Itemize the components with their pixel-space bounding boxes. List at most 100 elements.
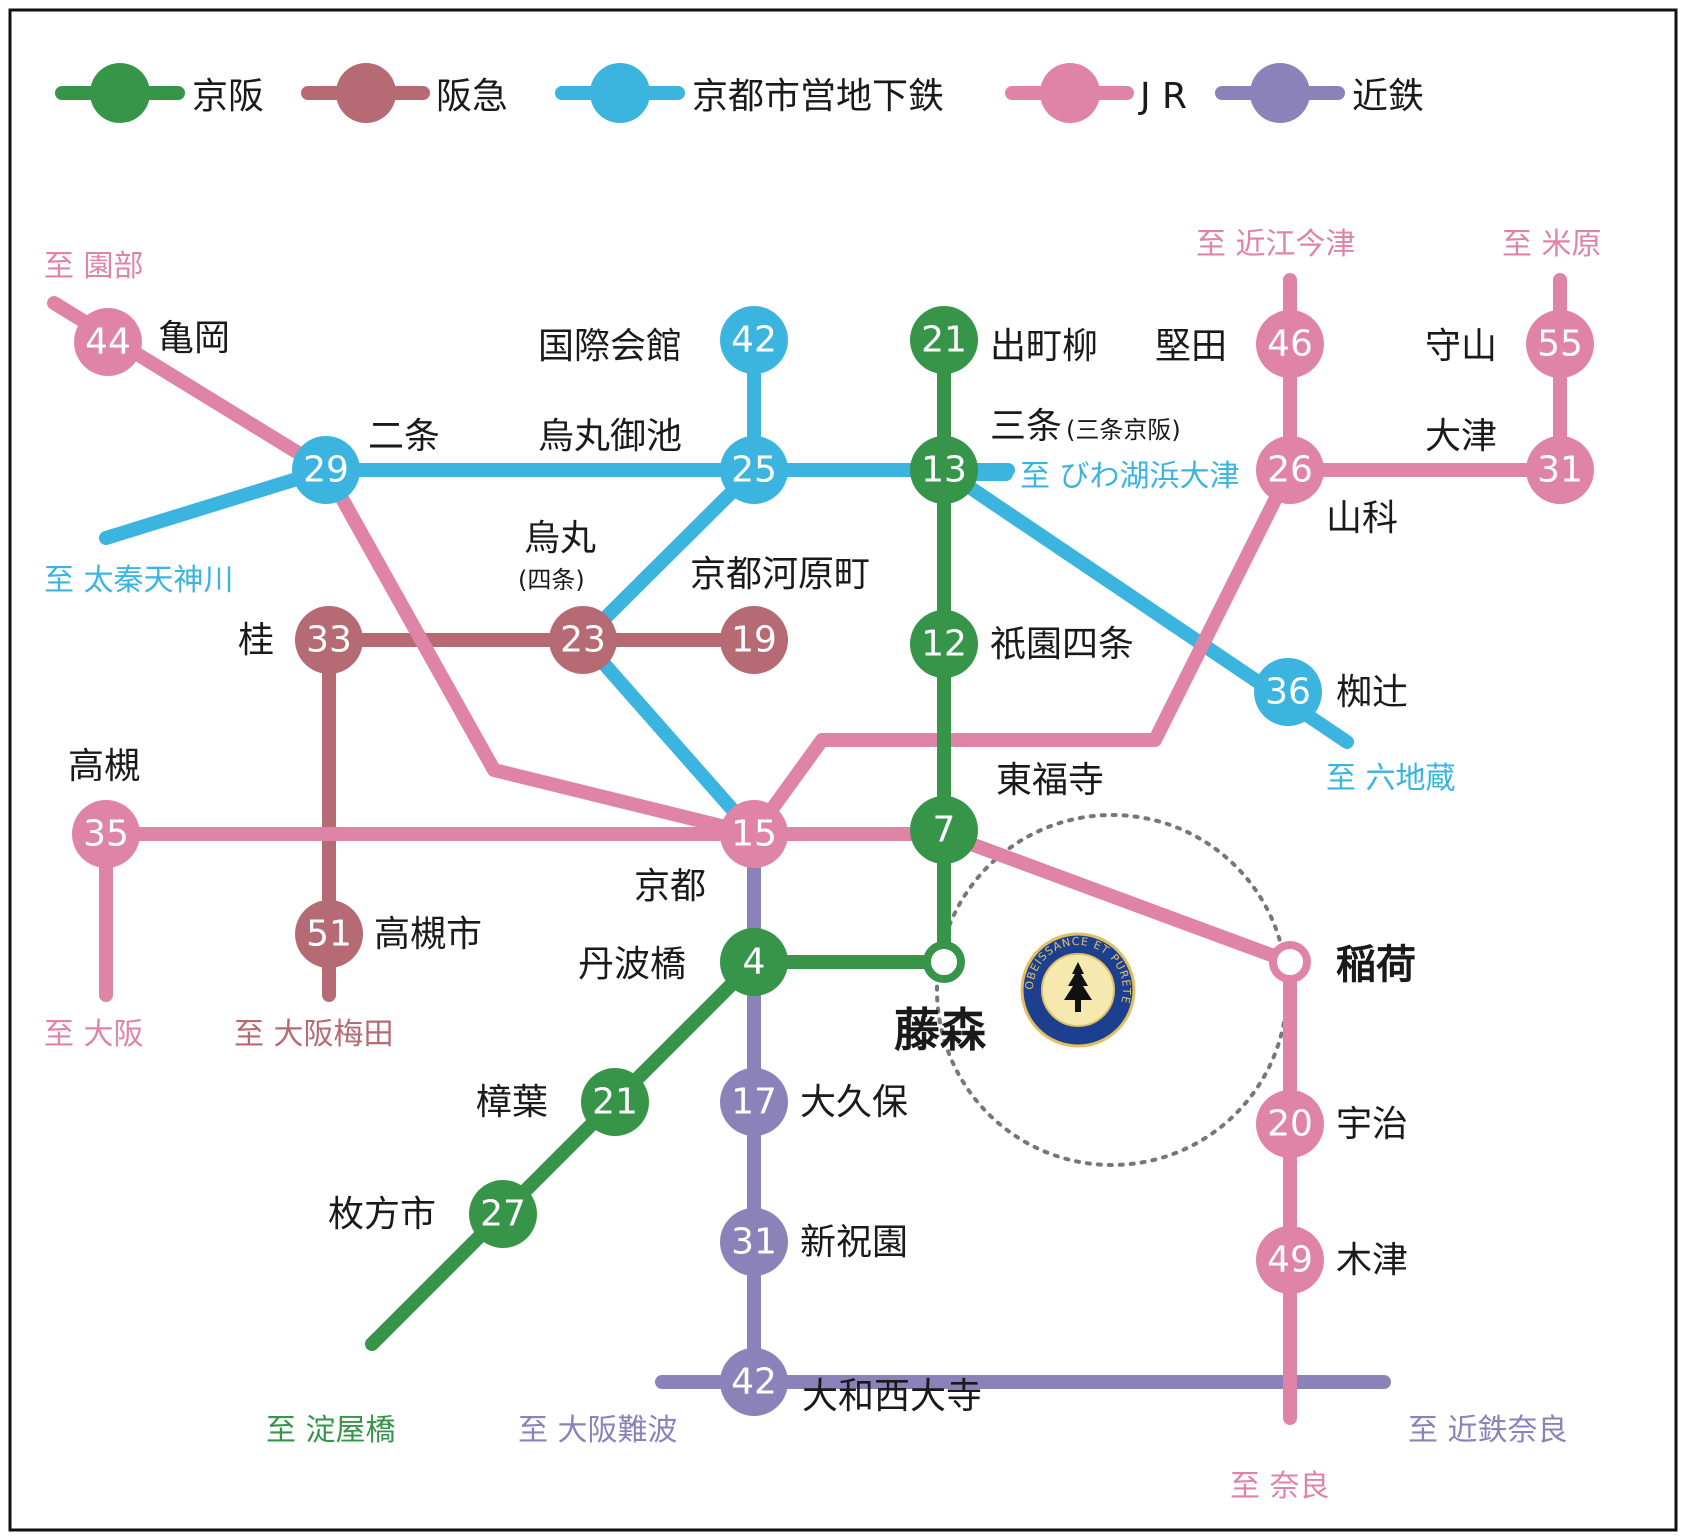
station-kokusaikaikan-dot[interactable] <box>720 306 788 374</box>
station-katsura-minutes: 33 <box>306 620 352 661</box>
station-sanjo-dot[interactable] <box>910 436 978 504</box>
station-yamashina-minutes: 26 <box>1267 450 1313 491</box>
station-kyoto-label: 京都 <box>634 866 706 907</box>
station-gionshijo-label: 祇園四条 <box>990 624 1134 665</box>
station-nagitsuji-minutes: 36 <box>1265 672 1311 713</box>
station-fujinomori-dot[interactable] <box>923 941 965 983</box>
station-karasumaoike-minutes: 25 <box>731 450 777 491</box>
station-moriyama-minutes: 55 <box>1537 324 1583 365</box>
station-kuzuha-label: 樟葉 <box>476 1082 548 1123</box>
station-takatsuki-dot[interactable] <box>72 800 140 868</box>
emblem-tree-icon <box>1064 962 1092 1012</box>
station-kuzuha-dot[interactable] <box>581 1068 649 1136</box>
direction-kintetsunara: 至 近鉄奈良 <box>1408 1413 1568 1448</box>
station-okubo-label: 大久保 <box>800 1082 908 1123</box>
station-tanbabashi-label: 丹波橋 <box>578 944 686 985</box>
station-gionshijo-dot[interactable] <box>910 610 978 678</box>
legend-swatch-keihan-dot <box>90 63 150 123</box>
station-yamashina-dot[interactable] <box>1256 436 1324 504</box>
legend-item-subway: 京都市営地下鉄 <box>555 63 944 123</box>
direction-osakanamba: 至 大阪難波 <box>518 1413 678 1448</box>
direction-labels: 至 園部 至 近江今津 至 米原 至 びわ湖浜大津 至 太秦天神川 至 六地蔵 … <box>44 227 1602 1504</box>
station-sanjo-minutes: 13 <box>921 450 967 491</box>
station-moriyama-label: 守山 <box>1425 326 1497 367</box>
station-katsura-dot[interactable] <box>295 606 363 674</box>
legend-item-keihan: 京阪 <box>55 63 264 123</box>
legend-item-kintetsu: 近鉄 <box>1215 63 1424 123</box>
station-demachiyanagi-minutes: 21 <box>921 320 967 361</box>
direction-omiimazu: 至 近江今津 <box>1196 227 1356 262</box>
station-okubo-dot[interactable] <box>720 1068 788 1136</box>
direction-osakaumeda: 至 大阪梅田 <box>234 1017 394 1052</box>
station-shinhosono-label: 新祝園 <box>800 1222 908 1263</box>
station-kawaramachi-dot[interactable] <box>720 606 788 674</box>
station-inari-label: 稲荷 <box>1336 942 1416 988</box>
direction-biwako: 至 びわ湖浜大津 <box>1020 459 1240 494</box>
station-kameoka-dot[interactable] <box>74 308 142 376</box>
school-emblem: OBEISSANCE ET PURETE <box>1020 932 1136 1048</box>
station-karasuma-dot[interactable] <box>549 606 617 674</box>
direction-sonobe: 至 園部 <box>44 249 144 284</box>
station-shinhosono-minutes: 31 <box>731 1222 777 1263</box>
legend-swatch-kintetsu-dot <box>1250 63 1310 123</box>
legend: 京阪 阪急 京都市営地下鉄 J R 近鉄 <box>55 63 1424 123</box>
station-kizu-minutes: 49 <box>1267 1240 1313 1281</box>
station-nagitsuji-label: 椥辻 <box>1336 672 1408 713</box>
station-nagitsuji-dot[interactable] <box>1254 658 1322 726</box>
legend-label-jr: J R <box>1138 76 1187 117</box>
station-otsu-label: 大津 <box>1425 416 1497 457</box>
station-hirakatashi-minutes: 27 <box>480 1194 526 1235</box>
legend-item-hankyu: 阪急 <box>301 63 508 123</box>
station-fujinomori-label: 藤森 <box>894 1003 987 1057</box>
direction-rokujizo: 至 六地蔵 <box>1326 761 1456 796</box>
station-kokusaikaikan-minutes: 42 <box>731 320 777 361</box>
station-moriyama-dot[interactable] <box>1526 310 1594 378</box>
station-kawaramachi-label: 京都河原町 <box>690 554 870 595</box>
legend-swatch-jr-dot <box>1040 63 1100 123</box>
direction-osaka: 至 大阪 <box>44 1017 144 1052</box>
station-uji-label: 宇治 <box>1336 1104 1408 1145</box>
station-katata-minutes: 46 <box>1267 324 1313 365</box>
legend-label-kintetsu: 近鉄 <box>1352 76 1424 117</box>
station-tanbabashi-dot[interactable] <box>720 928 788 996</box>
map-frame <box>8 8 1678 1532</box>
station-yamashina-label: 山科 <box>1326 498 1398 539</box>
station-inari-dot[interactable] <box>1269 941 1311 983</box>
station-karasumaoike-dot[interactable] <box>720 436 788 504</box>
direction-maibara: 至 米原 <box>1502 227 1602 262</box>
station-tofukuji-dot[interactable] <box>910 796 978 864</box>
station-labels: 亀岡 国際会館 出町柳 堅田 守山 二条 烏丸御池 三条 (三条京阪) 大津 山… <box>68 318 1497 1417</box>
station-takatsukishi-label: 高槻市 <box>374 914 482 955</box>
station-shinhosono-dot[interactable] <box>720 1208 788 1276</box>
jr-sagano-line <box>47 296 761 841</box>
station-gionshijo-minutes: 12 <box>921 624 967 665</box>
station-takatsuki-label: 高槻 <box>68 746 140 787</box>
station-demachiyanagi-label: 出町柳 <box>990 326 1098 367</box>
station-kizu-label: 木津 <box>1336 1240 1408 1281</box>
station-kyoto-minutes: 15 <box>731 814 777 855</box>
station-kuzuha-minutes: 21 <box>592 1082 638 1123</box>
station-okubo-minutes: 17 <box>731 1082 777 1123</box>
station-uji-dot[interactable] <box>1256 1090 1324 1158</box>
legend-label-keihan: 京阪 <box>192 76 264 117</box>
direction-nara: 至 奈良 <box>1230 1469 1330 1504</box>
station-karasuma-note: (四条) <box>518 566 585 594</box>
station-nijo-label: 二条 <box>368 416 440 457</box>
station-kizu-dot[interactable] <box>1256 1226 1324 1294</box>
station-nijo-dot[interactable] <box>292 436 360 504</box>
station-kameoka-minutes: 44 <box>85 322 131 363</box>
station-yamatosaidaiji-minutes: 42 <box>731 1362 777 1403</box>
station-tanbabashi-minutes: 4 <box>743 942 766 983</box>
station-kyoto-dot[interactable] <box>720 800 788 868</box>
station-katsura-label: 桂 <box>238 620 274 661</box>
station-otsu-dot[interactable] <box>1526 436 1594 504</box>
station-takatsuki-minutes: 35 <box>83 814 129 855</box>
station-demachiyanagi-dot[interactable] <box>910 306 978 374</box>
station-hirakatashi-dot[interactable] <box>469 1180 537 1248</box>
station-takatsukishi-dot[interactable] <box>295 900 363 968</box>
station-katata-dot[interactable] <box>1256 310 1324 378</box>
direction-uzumasa: 至 太秦天神川 <box>44 563 234 598</box>
station-yamatosaidaiji-dot[interactable] <box>720 1348 788 1416</box>
station-karasumaoike-label: 烏丸御池 <box>538 416 682 457</box>
direction-yodoyabashi: 至 淀屋橋 <box>266 1413 396 1448</box>
